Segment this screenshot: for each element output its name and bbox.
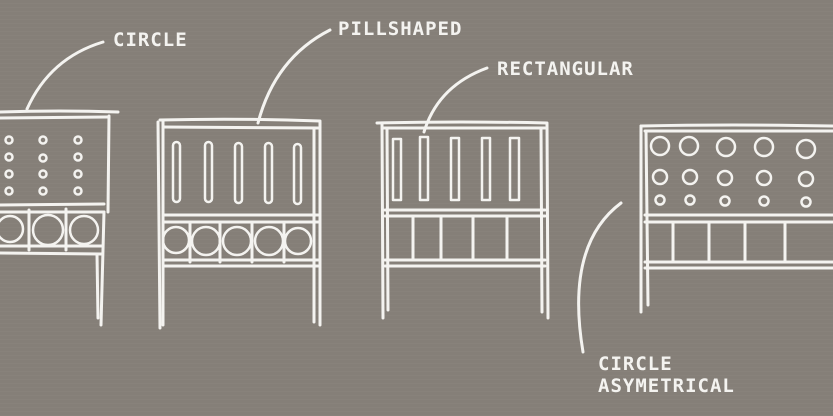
rectangular-design-slots <box>393 137 519 200</box>
pillshaped-design-holes <box>163 142 311 255</box>
circle-asymetrical-design-sketch <box>641 125 833 312</box>
circle-asymetrical-design-holes <box>651 137 815 207</box>
label-rectangular: RECTANGULAR <box>497 58 634 80</box>
circle-asymetrical-leader-line <box>579 203 621 352</box>
circle-leader-line <box>27 42 103 109</box>
label-circle-asymetrical-line1: CIRCLE <box>598 353 673 375</box>
label-pillshaped: PILLSHAPED <box>338 18 462 40</box>
label-circle: CIRCLE <box>113 29 188 51</box>
pillshaped-leader-line <box>258 30 330 123</box>
rectangular-design-sketch <box>377 122 548 318</box>
label-circle-asymetrical-line2: ASYMETRICAL <box>598 375 735 397</box>
circle-design-holes <box>0 137 98 246</box>
pillshaped-design-sketch <box>158 119 320 328</box>
